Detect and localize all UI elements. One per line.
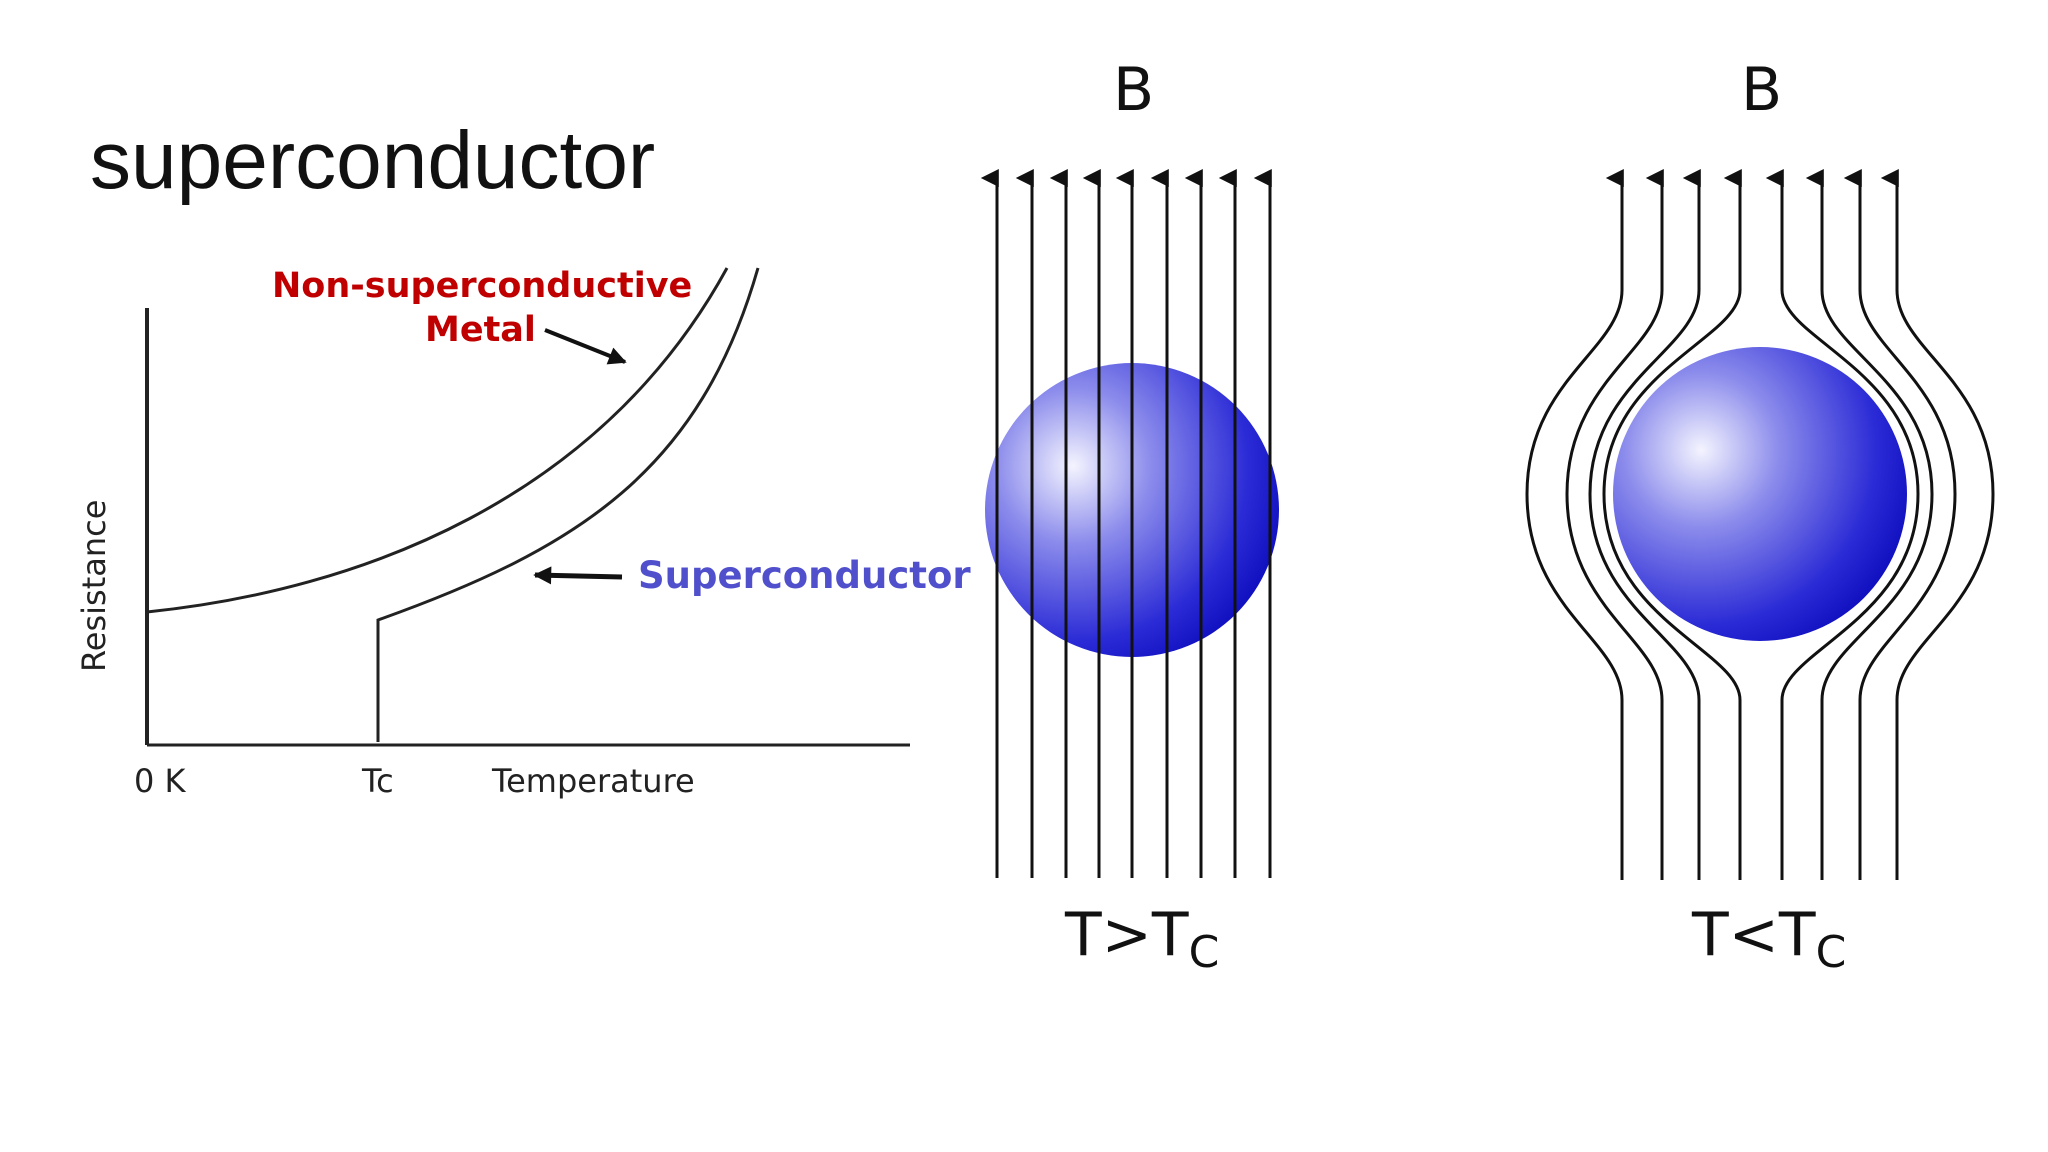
field-lines-bent <box>1525 169 1995 880</box>
slide-title: superconductor <box>90 115 656 206</box>
x-axis-label: Temperature <box>491 762 695 800</box>
field-line <box>1843 169 1957 880</box>
condition-label-2: T<TC <box>1691 900 1846 978</box>
field-label-b-1: B <box>1113 55 1154 125</box>
field-line <box>1805 169 1934 880</box>
field-line <box>1588 169 1701 880</box>
field-line <box>1765 169 1920 880</box>
field-line <box>1602 169 1742 880</box>
panel-field-expelled: B T<TC <box>1525 55 1995 978</box>
field-line <box>1880 169 1995 880</box>
resistance-graph: Non-superconductive Metal Superconductor… <box>75 266 971 800</box>
y-axis-label: Resistance <box>75 500 113 672</box>
condition-main-1: T>T <box>1064 900 1189 970</box>
panel-field-penetrates: B T>TC <box>980 55 1279 978</box>
superconductor-pointer-arrow <box>533 566 623 585</box>
metal-label-line1: Non-superconductive <box>272 266 692 306</box>
field-line <box>1525 169 1624 880</box>
condition-sub-1: C <box>1189 927 1220 978</box>
sphere-superconducting <box>1613 347 1907 641</box>
field-line <box>1565 169 1664 880</box>
field-label-b-2: B <box>1741 55 1782 125</box>
condition-label-1: T>TC <box>1064 900 1219 978</box>
metal-label-line2: Metal <box>425 310 536 350</box>
metal-curve <box>146 267 729 614</box>
x-tick-0k: 0 K <box>134 762 187 800</box>
condition-main-2: T<T <box>1691 900 1816 970</box>
superconductor-label: Superconductor <box>638 554 971 597</box>
metal-pointer-arrow <box>544 328 627 365</box>
superconductor-curve <box>376 267 760 742</box>
x-tick-tc: Tc <box>361 762 394 800</box>
field-lines-straight <box>980 169 1272 878</box>
condition-sub-2: C <box>1816 927 1847 978</box>
